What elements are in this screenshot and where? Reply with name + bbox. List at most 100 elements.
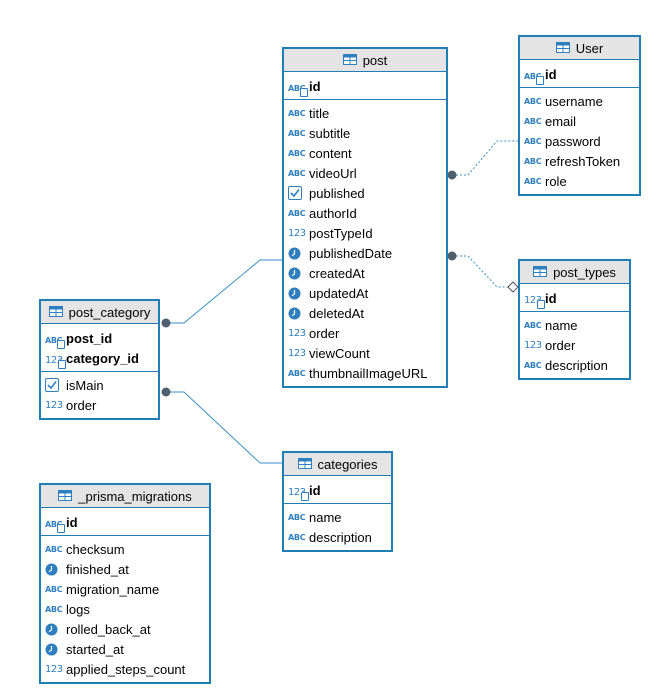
column-name: title bbox=[309, 105, 330, 121]
entity-title: post_types bbox=[553, 264, 616, 280]
number-type-icon: 123 bbox=[288, 483, 309, 501]
column-name: videoUrl bbox=[309, 165, 357, 181]
column-row[interactable]: rolled_back_at bbox=[41, 619, 209, 639]
relation-post-category-categories[interactable] bbox=[166, 391, 282, 464]
clock-type-icon bbox=[288, 266, 306, 280]
column-name: id bbox=[309, 78, 321, 94]
column-name: postTypeId bbox=[309, 225, 373, 241]
column-row[interactable]: createdAt bbox=[284, 263, 446, 283]
table-icon bbox=[58, 489, 73, 504]
number-type-icon: 123 bbox=[288, 347, 306, 359]
abc-type-icon: ABC bbox=[524, 67, 545, 85]
abc-type-icon: ABC bbox=[524, 176, 542, 186]
column-row[interactable]: started_at bbox=[41, 639, 209, 659]
column-name: content bbox=[309, 145, 352, 161]
entity-header[interactable]: _prisma_migrations bbox=[41, 485, 209, 508]
column-name: post_id bbox=[66, 330, 113, 346]
entity-title: post_category bbox=[68, 304, 151, 320]
column-name: id bbox=[66, 514, 78, 530]
relation-post-user[interactable] bbox=[452, 140, 518, 176]
column-row[interactable]: published bbox=[284, 183, 446, 203]
column-name: refreshToken bbox=[545, 153, 621, 169]
column-name: authorId bbox=[309, 205, 357, 221]
entity-header[interactable]: post bbox=[284, 49, 446, 72]
abc-type-icon: ABC bbox=[524, 156, 542, 166]
entity-header[interactable]: User bbox=[520, 37, 639, 60]
column-name: username bbox=[545, 93, 603, 109]
abc-type-icon: ABC bbox=[288, 368, 306, 378]
number-type-icon: 123 bbox=[45, 663, 63, 675]
entity-header[interactable]: categories bbox=[284, 453, 391, 476]
abc-type-icon: ABC bbox=[524, 320, 542, 330]
column-name: id bbox=[545, 66, 557, 82]
relation-post-post-types[interactable] bbox=[452, 255, 508, 288]
column-name: publishedDate bbox=[309, 245, 393, 261]
number-type-icon: 123 bbox=[288, 227, 306, 239]
column-name: started_at bbox=[66, 641, 124, 657]
column-name: published bbox=[309, 185, 365, 201]
column-name: name bbox=[309, 509, 342, 525]
column-row[interactable]: isMain bbox=[41, 375, 158, 395]
column-row[interactable]: publishedDate bbox=[284, 243, 446, 263]
entity-header[interactable]: post_category bbox=[41, 301, 158, 324]
optional-diamond-icon bbox=[507, 281, 519, 293]
relation-end-dot bbox=[447, 170, 457, 180]
entity-header[interactable]: post_types bbox=[520, 261, 629, 284]
clock-type-icon bbox=[288, 286, 306, 300]
column-row[interactable]: finished_at bbox=[41, 559, 209, 579]
clock-type-icon bbox=[288, 306, 306, 320]
table-icon bbox=[48, 305, 63, 320]
relation-end-dot bbox=[161, 387, 171, 397]
relation-post-category-post[interactable] bbox=[166, 259, 282, 324]
column-row[interactable]: updatedAt bbox=[284, 283, 446, 303]
number-type-icon: 123 bbox=[524, 291, 545, 309]
column-row[interactable]: deletedAt bbox=[284, 303, 446, 323]
column-name: applied_steps_count bbox=[66, 661, 186, 677]
column-name: updatedAt bbox=[309, 285, 369, 301]
column-name: isMain bbox=[66, 377, 104, 393]
